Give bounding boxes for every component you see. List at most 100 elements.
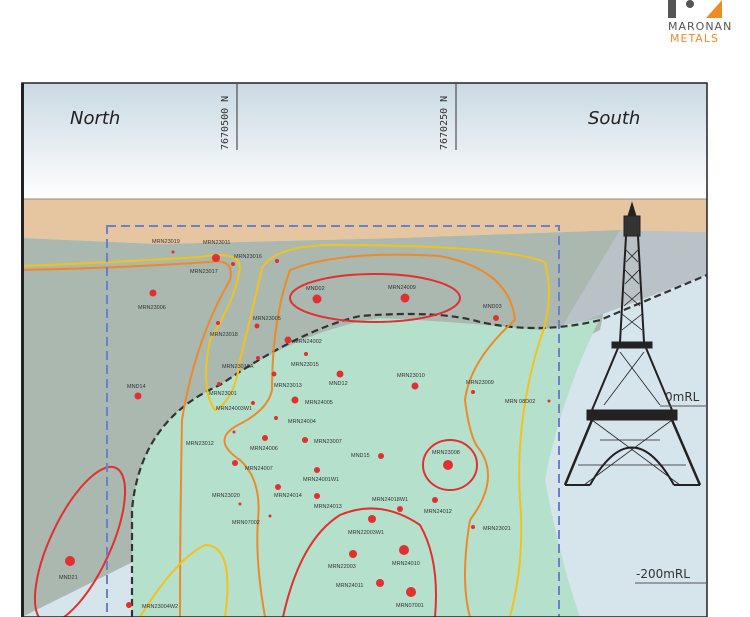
drillhole-intercept-dot bbox=[304, 352, 308, 356]
logo-text-metals: METALS bbox=[670, 32, 719, 45]
drillhole-intercept-dot bbox=[284, 336, 292, 344]
drillhole-label: MND02 bbox=[306, 286, 325, 292]
drillhole-intercept-dot bbox=[238, 502, 242, 506]
grade-contours bbox=[22, 243, 550, 617]
drillhole-intercept-dot bbox=[275, 484, 281, 490]
drillhole-label: MND12 bbox=[329, 381, 348, 387]
drillhole-intercept-dot bbox=[275, 259, 279, 263]
drillhole-label: MRN23017 bbox=[190, 269, 218, 275]
drillhole-label: MRN23016 bbox=[234, 254, 262, 260]
unconformity-line bbox=[130, 273, 707, 617]
drillhole-label: MRN 08D02 bbox=[505, 399, 535, 405]
low-grade-contour bbox=[22, 243, 550, 617]
drillhole-label: MND21 bbox=[59, 575, 78, 581]
drillhole-label: MRN23020 bbox=[212, 493, 240, 499]
drillhole-label: MRN23005 bbox=[253, 316, 281, 322]
drillhole-intercept-dot bbox=[400, 293, 410, 303]
drillhole-label: MRN22003 bbox=[328, 564, 356, 570]
rl-label-0: 0mRL bbox=[665, 390, 700, 404]
drillhole-label: MND03 bbox=[483, 304, 502, 310]
drillhole-intercept-dot bbox=[256, 356, 260, 360]
north-label: North bbox=[70, 108, 120, 129]
drillhole-label: MRN23010A bbox=[222, 364, 254, 370]
drillhole-label: MRN24001W1 bbox=[303, 477, 339, 483]
drillhole-label: MRN24006 bbox=[250, 446, 278, 452]
drillhole-intercept-dot bbox=[231, 262, 235, 266]
drillhole-label: MND14 bbox=[127, 384, 146, 390]
mid-grade-contour-main bbox=[223, 253, 517, 617]
drillhole-intercept-dot bbox=[471, 525, 475, 529]
eiffel-tower-scale-icon bbox=[563, 201, 702, 486]
drillhole-label: MRN24013 bbox=[314, 504, 342, 510]
drillhole-intercept-dot bbox=[251, 401, 255, 405]
drillhole-intercept-dot bbox=[493, 315, 499, 321]
drillhole-intercept-dot bbox=[376, 579, 384, 587]
drillhole-intercept-dot bbox=[262, 435, 268, 441]
drillhole-label: MRN23009 bbox=[466, 380, 494, 386]
drillhole-intercept-dot bbox=[134, 392, 142, 400]
drillhole-label: MRN23001 bbox=[209, 391, 237, 397]
drillhole-label: MRN24012 bbox=[424, 509, 452, 515]
drillhole-intercept-dot bbox=[411, 382, 419, 390]
high-grade-contour-mrn23008 bbox=[422, 439, 478, 491]
drillhole-intercept-dot bbox=[232, 430, 236, 434]
drillhole-label: MRN23011 bbox=[203, 240, 230, 246]
drillhole-label: MRN23012 bbox=[186, 441, 214, 447]
drillhole-intercept-dot bbox=[443, 460, 453, 470]
drillhole-intercept-dot bbox=[302, 437, 308, 443]
drillhole-intercept-dot bbox=[232, 460, 238, 466]
drillhole-label: MRN23021 bbox=[483, 526, 511, 532]
drillhole-intercept-dot bbox=[312, 294, 322, 304]
drillhole-intercept-dot bbox=[171, 250, 175, 254]
logo-mark bbox=[668, 0, 722, 18]
drillhole-intercept-dot bbox=[397, 506, 403, 512]
drillhole-intercept-dot bbox=[271, 371, 277, 377]
drillhole-intercept-dot bbox=[212, 254, 220, 262]
drillhole-intercept-dot bbox=[349, 550, 357, 558]
drillhole-label: MRN23010 bbox=[397, 373, 425, 379]
drillhole-intercept-dot bbox=[254, 323, 260, 329]
drillhole-intercept-dot bbox=[432, 497, 438, 503]
host-unit-east bbox=[560, 230, 707, 330]
drillhole-intercept-dot bbox=[291, 396, 299, 404]
rl-label-minus200: -200mRL bbox=[636, 567, 690, 581]
drillhole-label: MRN23018 bbox=[210, 332, 238, 338]
drillhole-label: MRN24009 bbox=[388, 285, 416, 291]
northing-label-2: 7670250 N bbox=[439, 96, 450, 150]
drillhole-label: MRN24003W1 bbox=[216, 406, 252, 412]
drillhole-intercept-dot bbox=[274, 416, 278, 420]
drillhole-intercept-dot bbox=[547, 399, 551, 403]
drillhole-label: MRN23007 bbox=[314, 439, 342, 445]
drillhole-label: MRN24002 bbox=[294, 339, 322, 345]
drillhole-label: MRN24007 bbox=[245, 466, 273, 472]
drillhole-intercept-dot bbox=[65, 556, 75, 566]
drillhole-label: MRN24005 bbox=[305, 400, 333, 406]
drillhole-label: MRN07001 bbox=[396, 603, 424, 609]
drillhole-label: MRN23006 bbox=[138, 305, 166, 311]
drillhole-intercept-dot bbox=[314, 493, 320, 499]
low-grade-contour-south bbox=[139, 543, 229, 617]
drillhole-intercept-dot bbox=[399, 545, 409, 555]
drillhole-label: MRN24011 bbox=[336, 583, 363, 589]
high-grade-contour-upper bbox=[289, 273, 461, 323]
drillhole-label: MRN23013 bbox=[274, 383, 302, 389]
drillhole-intercept-dot bbox=[216, 321, 220, 325]
target-area-outline bbox=[106, 225, 560, 617]
drillhole-intercept-dot bbox=[336, 370, 344, 378]
drillhole-intercept-dot bbox=[314, 467, 320, 473]
maronan-metals-logo: MARONAN METALS bbox=[660, 0, 750, 45]
drillhole-label: MRN24018W1 bbox=[372, 497, 408, 503]
drillhole-label: MRN23015 bbox=[291, 362, 319, 368]
drillhole-label: MRN23004W2 bbox=[142, 604, 178, 610]
northing-label-1: 7670500 N bbox=[220, 96, 231, 150]
drillhole-intercept-dot bbox=[406, 587, 416, 597]
high-grade-contour-lower bbox=[282, 507, 437, 617]
drillhole-label: MRN23008 bbox=[432, 450, 460, 456]
high-grade-contour-mnd21 bbox=[33, 465, 127, 617]
drillhole-intercept-dot bbox=[149, 289, 157, 297]
drillhole-label: MRN24004 bbox=[288, 419, 316, 425]
drillhole-label: MRN23019 bbox=[152, 239, 180, 245]
drillhole-intercept-dot bbox=[378, 453, 384, 459]
drillhole-label: MRN07002 bbox=[232, 520, 260, 526]
